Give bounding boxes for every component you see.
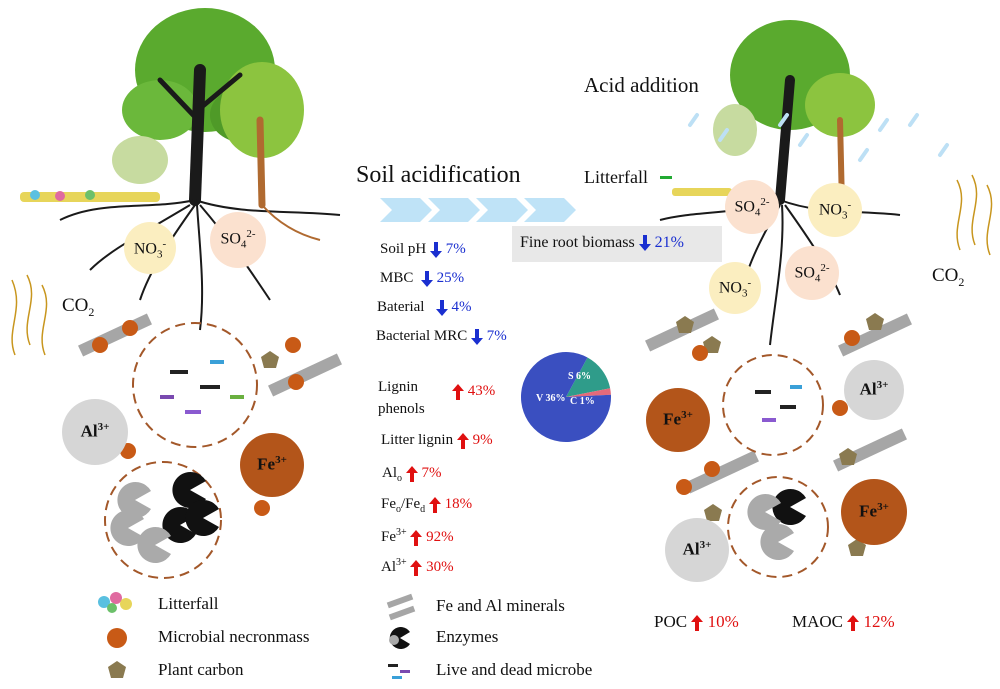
litterfall-icon bbox=[98, 592, 132, 613]
right-microbe-hotspot bbox=[722, 354, 824, 456]
legend-minerals-label: Fe and Al minerals bbox=[436, 596, 565, 615]
down-arrow-icon bbox=[420, 270, 433, 287]
pie-slice bbox=[521, 352, 612, 443]
fine-root-value: 21% bbox=[654, 234, 684, 251]
metric-bacterial: Baterial 4% bbox=[377, 299, 472, 316]
up-arrow-icon bbox=[405, 465, 418, 482]
legend-enzymes-label: Enzymes bbox=[436, 627, 499, 646]
left-roots bbox=[59, 199, 341, 331]
left-co2-flows bbox=[11, 274, 48, 356]
enzymes-icon bbox=[389, 627, 410, 650]
metric-alo: Alo 7% bbox=[382, 465, 442, 484]
left-ion-no3 bbox=[124, 222, 176, 274]
lignin-pie-chart: V 36%S 6% C 1% bbox=[521, 352, 612, 443]
left-litter-layer bbox=[20, 190, 160, 202]
right-minerals bbox=[645, 308, 912, 556]
left-minerals bbox=[78, 313, 342, 516]
litterfall-minus-sign bbox=[660, 176, 672, 179]
maoc-metric: MAOC 12% bbox=[792, 612, 895, 632]
metric-litter-lignin: Litter lignin 9% bbox=[381, 432, 493, 449]
fe-right-top-label: Fe3+ bbox=[663, 409, 693, 429]
left-tree-trunk bbox=[157, 64, 266, 209]
acid-addition-label: Acid addition bbox=[584, 73, 699, 97]
right-ions bbox=[709, 180, 862, 314]
legend-necromass-label: Microbial necronmass bbox=[158, 627, 310, 646]
right-enzyme-cluster bbox=[727, 476, 829, 578]
al-right-label: Al3+ bbox=[859, 379, 889, 399]
rain-drops bbox=[688, 113, 949, 162]
up-arrow-icon bbox=[452, 383, 464, 400]
legend-plant-carbon-label: Plant carbon bbox=[158, 660, 244, 679]
metric-soil-ph: Soil pH 7% bbox=[380, 241, 466, 258]
left-al-mineral bbox=[62, 399, 128, 465]
fine-root-box bbox=[512, 226, 722, 262]
plant-carbon-icon bbox=[108, 661, 126, 678]
so4-ion-left: SO42- bbox=[220, 228, 256, 251]
pie-slice bbox=[566, 357, 611, 397]
co2-right-label: CO2 bbox=[932, 265, 965, 289]
pie-label: V 36% bbox=[536, 393, 566, 404]
metric-lignin-phenols-value: 43% bbox=[452, 383, 495, 400]
metric-fe3: Fe3+ 92% bbox=[381, 527, 454, 546]
down-arrow-icon bbox=[638, 235, 651, 252]
left-ion-so4 bbox=[210, 212, 266, 268]
legend-litterfall-label: Litterfall bbox=[158, 594, 219, 613]
so4-ion-right-b: SO42- bbox=[794, 262, 830, 285]
left-tree-canopy bbox=[112, 8, 304, 184]
right-co2-flows bbox=[956, 174, 993, 256]
down-arrow-icon bbox=[470, 328, 483, 345]
right-litter-layer bbox=[672, 188, 732, 196]
fe-left-label: Fe3+ bbox=[257, 454, 287, 474]
fe-al-minerals-icon bbox=[386, 593, 416, 621]
left-fe-mineral bbox=[240, 433, 304, 497]
left-microbe-hotspot bbox=[132, 322, 258, 448]
up-arrow-icon bbox=[428, 496, 441, 513]
up-arrow-icon bbox=[410, 529, 423, 546]
diagram-title: Soil acidification bbox=[356, 162, 521, 188]
metric-lignin-phenols: Lignin phenols bbox=[378, 379, 425, 417]
no3-ion-left: NO3- bbox=[133, 238, 167, 261]
al-left-label: Al3+ bbox=[80, 421, 110, 441]
no3-ion-right-a: NO3- bbox=[818, 199, 852, 222]
fine-root-text: Fine root biomass bbox=[520, 234, 635, 251]
al-right-bottom-label: Al3+ bbox=[682, 539, 712, 559]
left-enzyme-cluster bbox=[104, 461, 222, 579]
pie-label: S 6% bbox=[568, 371, 591, 382]
poc-metric: POC 10% bbox=[654, 612, 739, 632]
no3-ion-right-b: NO3- bbox=[718, 277, 752, 300]
fe-right-bottom-label: Fe3+ bbox=[859, 501, 889, 521]
co2-left-label: CO2 bbox=[62, 295, 95, 319]
metric-bacterial-mrc: Bacterial MRC 7% bbox=[376, 328, 507, 345]
microbial-necromass-icon bbox=[107, 628, 127, 648]
up-arrow-icon bbox=[847, 615, 860, 632]
metric-mbc: MBC 25% bbox=[380, 270, 465, 287]
up-arrow-icon bbox=[691, 615, 704, 632]
fine-root-biomass-label: Fine root biomass 21% bbox=[520, 234, 684, 252]
litterfall-label: Litterfall bbox=[584, 167, 648, 187]
acidification-flow-arrows bbox=[380, 198, 576, 222]
so4-ion-right-a: SO42- bbox=[734, 196, 770, 219]
right-metal-circles bbox=[646, 360, 907, 582]
microbe-icon bbox=[388, 664, 410, 679]
metric-feo-fed: Feo/Fed 18% bbox=[381, 496, 473, 515]
right-tree-canopy bbox=[713, 20, 875, 156]
pie-label: C 1% bbox=[570, 396, 595, 407]
up-arrow-icon bbox=[456, 432, 469, 449]
metric-al3: Al3+ 30% bbox=[381, 557, 454, 576]
legend-microbe-label: Live and dead microbe bbox=[436, 660, 593, 679]
up-arrow-icon bbox=[410, 559, 423, 576]
pie-slice bbox=[566, 388, 611, 397]
down-arrow-icon bbox=[430, 241, 443, 258]
down-arrow-icon bbox=[435, 299, 448, 316]
